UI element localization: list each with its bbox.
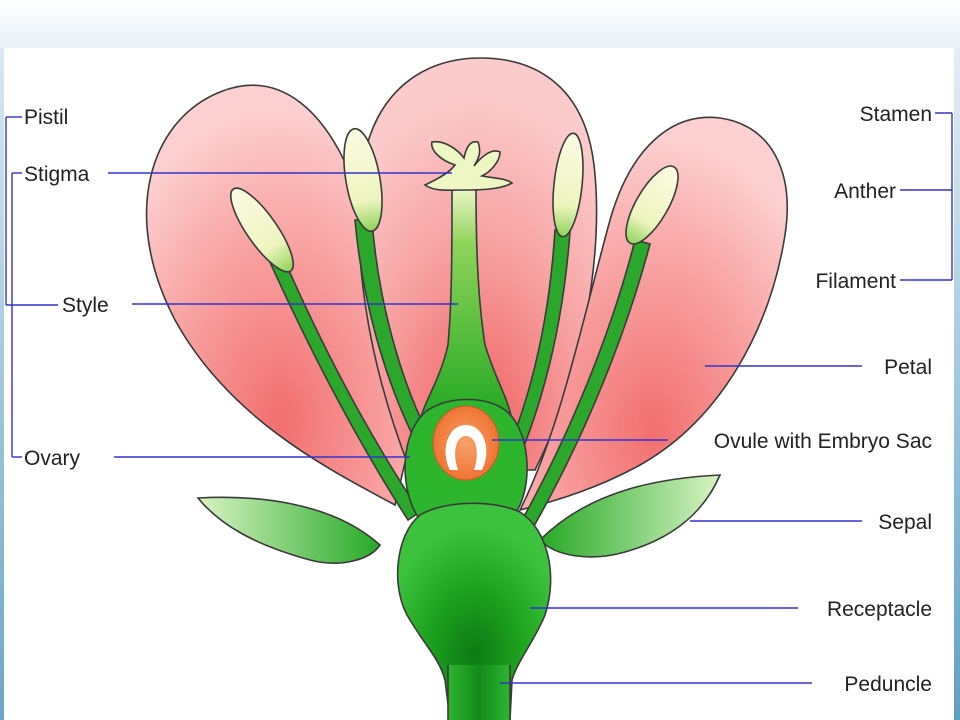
label-anther: Anther <box>834 180 896 203</box>
stigma <box>423 140 514 192</box>
label-filament: Filament <box>815 270 896 293</box>
label-pistil: Pistil <box>24 106 68 129</box>
receptacle <box>396 502 552 720</box>
pistil-bracket <box>5 116 58 306</box>
stamen-bracket <box>900 112 953 281</box>
label-peduncle: Peduncle <box>844 673 932 696</box>
anther-far-right <box>625 165 679 245</box>
label-sepal: Sepal <box>878 511 932 534</box>
peduncle <box>448 665 510 720</box>
anther-far-left <box>229 187 295 273</box>
sepal-left <box>196 496 382 564</box>
label-stamen: Stamen <box>860 103 932 126</box>
label-stigma: Stigma <box>24 163 90 186</box>
anther-inner-left <box>343 127 383 233</box>
ovule <box>432 405 500 481</box>
label-petal: Petal <box>884 356 932 379</box>
frame-top-band <box>0 0 960 48</box>
frame-right-edge <box>954 48 960 720</box>
stigma-ovary-bracket <box>11 172 22 458</box>
label-ovary: Ovary <box>24 447 81 470</box>
label-ovule: Ovule with Embryo Sac <box>714 430 932 453</box>
sepal-right <box>538 474 722 558</box>
label-style: Style <box>62 294 109 317</box>
anther-inner-right <box>552 132 584 238</box>
label-receptacle: Receptacle <box>827 598 932 621</box>
frame-left-edge <box>0 48 4 720</box>
